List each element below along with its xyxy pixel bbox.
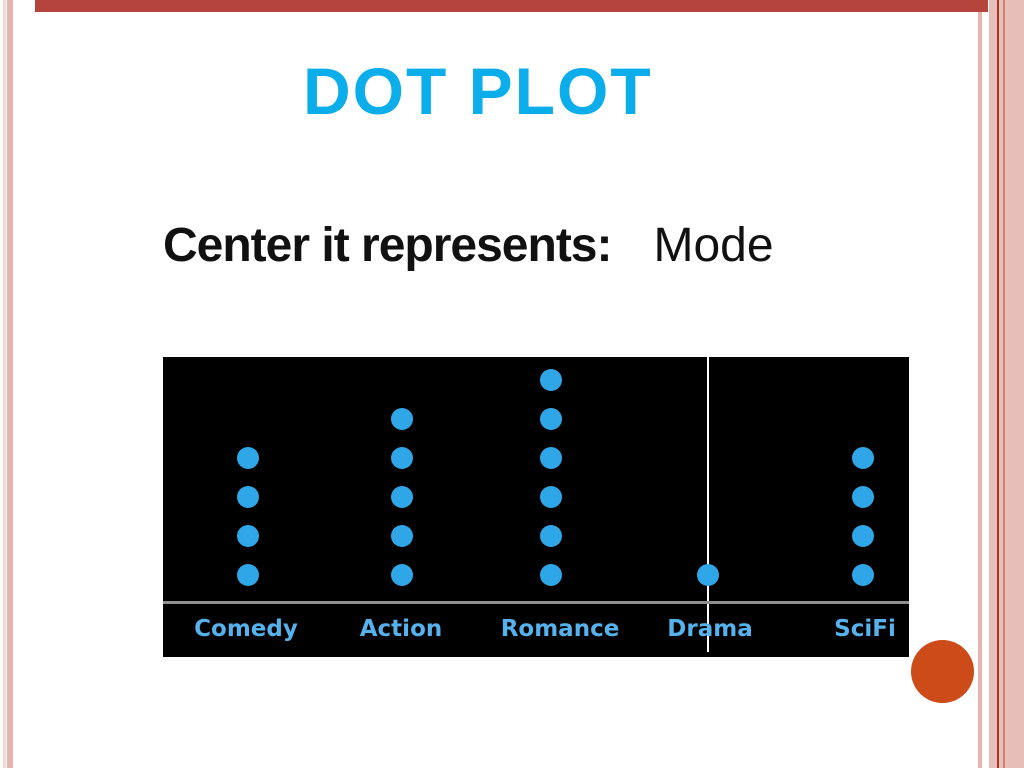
top-accent-bar xyxy=(35,0,988,12)
right-edge-stripe-thin xyxy=(978,0,982,768)
data-dot-romance xyxy=(540,408,562,430)
data-dot-action xyxy=(391,447,413,469)
data-dot-comedy xyxy=(237,525,259,547)
slide-title: DOT PLOT xyxy=(303,54,653,128)
data-dot-drama xyxy=(697,564,719,586)
data-dot-comedy xyxy=(237,564,259,586)
data-dot-action xyxy=(391,525,413,547)
right-edge-stripe-darkline xyxy=(997,0,999,768)
data-dot-action xyxy=(391,486,413,508)
data-dot-comedy xyxy=(237,486,259,508)
subtitle-value: Mode xyxy=(653,219,774,272)
data-dot-romance xyxy=(540,525,562,547)
category-label-scifi: SciFi xyxy=(834,616,896,642)
data-dot-scifi xyxy=(852,525,874,547)
subtitle-label: Center it represents: xyxy=(163,219,612,272)
plot-axis-line xyxy=(163,601,909,604)
data-dot-romance xyxy=(540,447,562,469)
dot-plot-panel: Comedy Action Romance Drama SciFi xyxy=(163,357,909,657)
subtitle-line: Center it represents: Mode xyxy=(163,218,774,273)
data-dot-scifi xyxy=(852,447,874,469)
data-dot-scifi xyxy=(852,564,874,586)
category-label-comedy: Comedy xyxy=(194,616,298,642)
category-label-romance: Romance xyxy=(500,616,620,642)
data-dot-action xyxy=(391,408,413,430)
data-dot-romance xyxy=(540,369,562,391)
right-edge-stripe-softline xyxy=(1003,0,1005,768)
data-dot-action xyxy=(391,564,413,586)
category-label-drama: Drama xyxy=(667,616,753,642)
data-dot-comedy xyxy=(237,447,259,469)
left-edge-stripe-inner xyxy=(7,0,13,768)
data-dot-romance xyxy=(540,564,562,586)
data-dot-romance xyxy=(540,486,562,508)
plot-divider-line xyxy=(707,357,709,652)
right-edge-stripe-band xyxy=(989,0,1024,768)
left-edge-stripe-outer xyxy=(3,0,6,768)
category-label-action: Action xyxy=(359,616,443,642)
data-dot-scifi xyxy=(852,486,874,508)
corner-circle-decoration xyxy=(911,640,974,703)
